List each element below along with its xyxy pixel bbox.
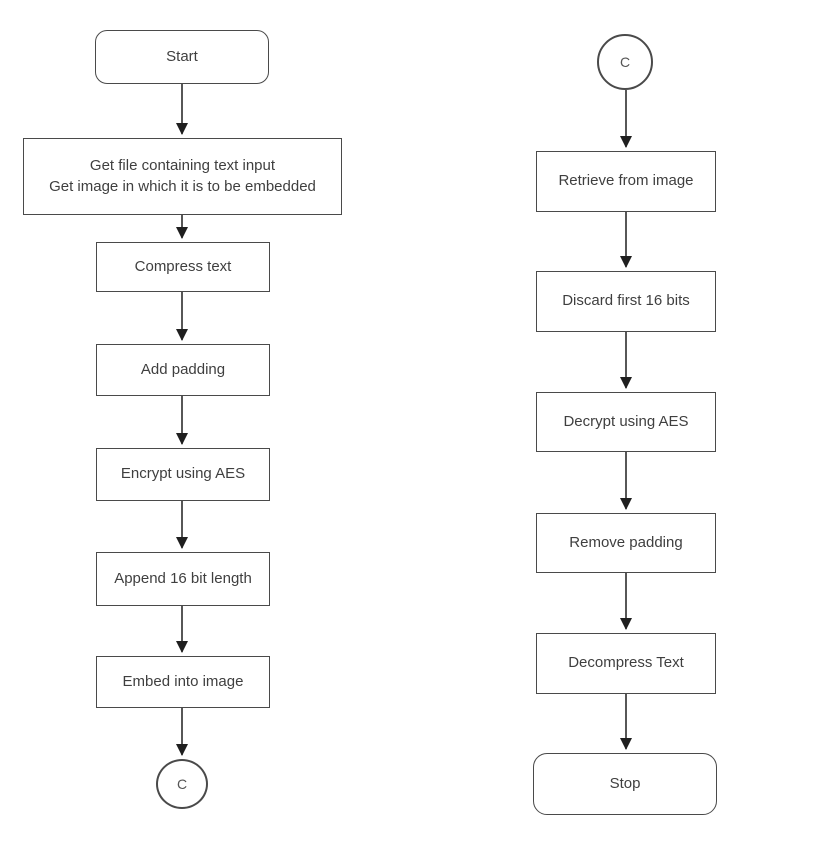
node-compress-text: Compress text	[96, 242, 270, 292]
node-discard-bits: Discard first 16 bits	[536, 271, 716, 332]
node-connector-c-right: C	[597, 34, 653, 90]
node-encrypt-aes: Encrypt using AES	[96, 448, 270, 501]
node-decrypt-aes: Decrypt using AES	[536, 392, 716, 452]
node-append-length: Append 16 bit length	[96, 552, 270, 606]
node-get-inputs: Get file containing text input Get image…	[23, 138, 342, 215]
node-decompress-text: Decompress Text	[536, 633, 716, 694]
node-stop: Stop	[533, 753, 717, 815]
node-start: Start	[95, 30, 269, 84]
node-embed-image: Embed into image	[96, 656, 270, 708]
node-add-padding: Add padding	[96, 344, 270, 396]
node-connector-c-left: C	[156, 759, 208, 809]
node-remove-padding: Remove padding	[536, 513, 716, 573]
node-retrieve-image: Retrieve from image	[536, 151, 716, 212]
